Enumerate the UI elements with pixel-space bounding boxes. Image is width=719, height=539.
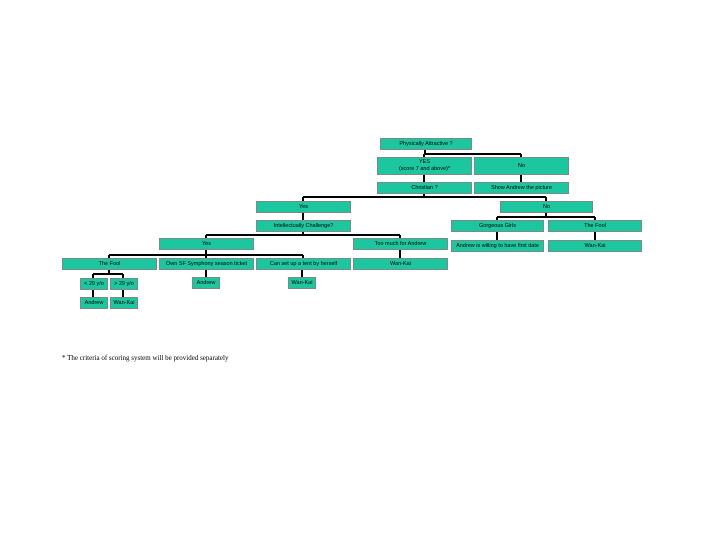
wankai-over-label: Wan-Kai <box>113 299 135 306</box>
footnote: * The criteria of scoring system will be… <box>62 354 229 362</box>
christian-no-box: No <box>500 201 593 213</box>
christian-yes-box: Yes <box>256 201 351 213</box>
first-date-box: Andrew is willing to have first date <box>451 240 544 252</box>
andrew-under-label: Andrew <box>84 299 104 306</box>
christian-no-label: No <box>542 203 551 210</box>
wankai-tent-box: Wan-Kai <box>288 277 316 289</box>
fool-right-label: The Fool <box>584 222 606 229</box>
root-question-box: Physically Attractive ? <box>380 138 472 150</box>
wankai-right-box: Wan-Kai <box>548 240 642 252</box>
symphony-box: Own SF Symphony season ticket <box>159 258 254 270</box>
too-much-box: Too much for Andrew <box>353 238 448 250</box>
christian-yes-label: Yes <box>299 203 308 210</box>
yes-box: YES(score 7 and above)* <box>377 157 472 175</box>
fool-right-box: The Fool <box>548 220 642 232</box>
gorgeous-label: Gorgeous Girls <box>479 222 516 229</box>
show-picture-label: Show Andrew the picture <box>491 184 552 191</box>
tent-label: Can set up a tent by herself <box>269 260 338 267</box>
over29-box: > 29 y/o <box>110 278 138 290</box>
yes-criteria: (score 7 and above)* <box>398 166 451 172</box>
too-much-label: Too much for Andrew <box>374 240 427 247</box>
intellect-label: Intellectually Challenge? <box>273 222 334 229</box>
yes-label: YES <box>418 159 430 165</box>
wankai-over-box: Wan-Kai <box>110 297 138 309</box>
symphony-label: Own SF Symphony season ticket <box>165 260 247 267</box>
wankai-right-label: Wan-Kai <box>584 242 606 249</box>
fool-left-box: The Fool <box>62 258 157 270</box>
tent-box: Can set up a tent by herself <box>256 258 351 270</box>
andrew-under-box: Andrew <box>80 297 108 309</box>
root-question: Physically Attractive ? <box>399 140 453 147</box>
fool-left-label: The Fool <box>98 260 121 267</box>
andrew-symphony-label: Andrew <box>196 279 216 286</box>
show-picture-box: Show Andrew the picture <box>474 182 569 194</box>
first-date-label: Andrew is willing to have first date <box>456 242 539 249</box>
christian-label: Christian ? <box>411 184 438 191</box>
over29-label: > 29 y/o <box>114 280 134 287</box>
no-label: No <box>517 162 526 169</box>
christian-box: Christian ? <box>377 182 472 194</box>
intellect-yes-box: Yes <box>159 238 254 250</box>
intellect-yes-label: Yes <box>202 240 211 247</box>
wankai-toomuch-label: Wan-Kai <box>390 260 411 267</box>
under29-box: < 29 y/o <box>80 278 108 290</box>
under29-label: < 29 y/o <box>84 280 104 287</box>
gorgeous-box: Gorgeous Girls <box>451 220 544 232</box>
intellect-box: Intellectually Challenge? <box>256 220 351 232</box>
no-box: No <box>474 157 569 175</box>
andrew-symphony-box: Andrew <box>192 277 220 289</box>
wankai-toomuch-box: Wan-Kai <box>353 258 448 270</box>
wankai-tent-label: Wan-Kai <box>291 279 313 286</box>
